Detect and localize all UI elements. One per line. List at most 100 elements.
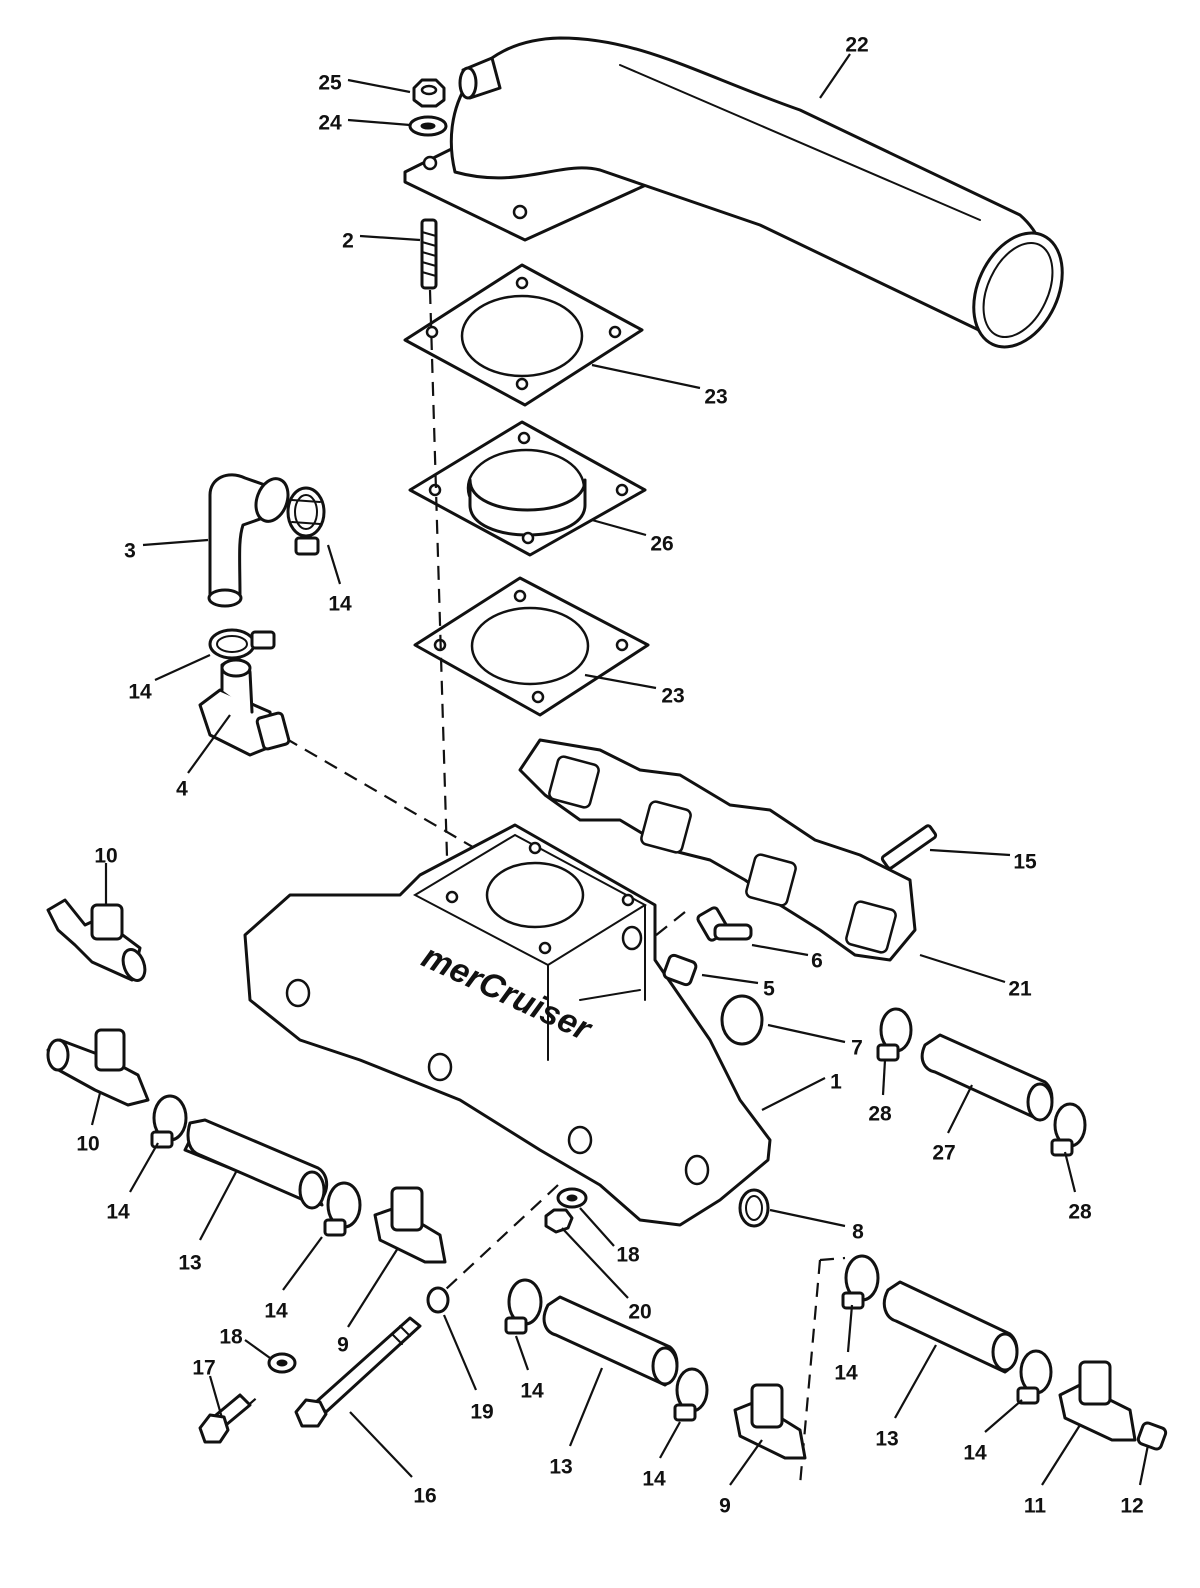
part-15-stud <box>880 824 938 870</box>
part-23-gasket-lower <box>413 576 650 717</box>
part-14-clamp-h <box>1016 1349 1053 1405</box>
leader-line-c17 <box>208 1375 224 1419</box>
leader-line-c12 <box>1138 1444 1150 1486</box>
leader-line-c16 <box>349 1411 413 1478</box>
leader-line-c15 <box>929 848 1011 857</box>
callout-c14d: 14 <box>264 1300 288 1323</box>
callout-c13a: 13 <box>178 1252 201 1275</box>
part-18-washer-lower <box>267 1352 297 1374</box>
leader-line-c6 <box>751 943 809 957</box>
callout-c11: 11 <box>1024 1495 1047 1518</box>
part-27-hose-right <box>920 1033 1054 1122</box>
callout-c24: 24 <box>318 112 342 135</box>
part-12-plug <box>1136 1421 1168 1451</box>
leader-line-c23a <box>591 363 701 390</box>
callout-c28a: 28 <box>868 1103 892 1126</box>
callout-c7: 7 <box>851 1037 863 1060</box>
leader-line-c18a <box>579 1207 615 1247</box>
callout-c23b: 23 <box>661 685 684 708</box>
callout-c14f: 14 <box>520 1380 544 1403</box>
part-4-tee-fitting <box>198 658 291 757</box>
leader-line-c24 <box>347 118 411 127</box>
part-1-exhaust-manifold: merCruiser <box>243 823 772 1227</box>
part-11-tee-right <box>1058 1360 1137 1442</box>
part-14-clamp-c <box>150 1094 188 1149</box>
leader-line-c8 <box>769 1208 846 1228</box>
callout-c23a: 23 <box>704 386 727 409</box>
leader-line-c14c <box>129 1142 159 1193</box>
leader-line-c25 <box>347 78 411 94</box>
part-28-clamp-upper <box>876 1007 913 1062</box>
part-14-clamp-a <box>286 486 326 556</box>
leader-line-c13a <box>199 1171 237 1241</box>
callout-c14h: 14 <box>642 1468 666 1491</box>
callout-c14g: 14 <box>963 1442 987 1465</box>
part-19-washer <box>426 1286 450 1314</box>
leader-line-c14e <box>846 1304 854 1353</box>
leader-line-c19 <box>442 1314 478 1391</box>
callout-c13b: 13 <box>875 1428 898 1451</box>
leader-line-c14b <box>154 653 211 682</box>
part-13-hose-left <box>183 1118 329 1210</box>
callout-c18a: 18 <box>616 1244 640 1267</box>
callout-c6: 6 <box>811 950 823 973</box>
callout-c14b: 14 <box>128 681 152 704</box>
callout-c25: 25 <box>318 72 342 95</box>
part-25-nut <box>412 78 446 108</box>
leader-line-c10b <box>90 1092 102 1126</box>
callout-c19: 19 <box>470 1401 493 1424</box>
part-14-clamp-e <box>504 1278 543 1335</box>
leader-line-c4 <box>187 714 231 774</box>
part-9-tee-left <box>373 1186 447 1264</box>
leader-line-c2 <box>359 234 421 242</box>
part-8-ring <box>738 1188 770 1228</box>
leader-line-c21 <box>919 953 1006 984</box>
callout-c10b: 10 <box>76 1133 99 1156</box>
callout-c14e: 14 <box>834 1362 858 1385</box>
leader-line-c14g <box>984 1399 1023 1433</box>
callout-c15: 15 <box>1013 851 1037 874</box>
callout-c9b: 9 <box>719 1495 731 1518</box>
leader-line-c1 <box>761 1077 826 1111</box>
leader-line-c14a <box>326 544 342 585</box>
part-14-clamp-g <box>841 1254 880 1310</box>
part-16-long-bolt <box>294 1316 422 1428</box>
leader-line-c22 <box>819 53 851 99</box>
callout-c5: 5 <box>763 978 775 1001</box>
part-13-hose-right <box>882 1280 1019 1374</box>
callout-c22: 22 <box>845 34 868 57</box>
part-24-washer <box>408 115 448 137</box>
part-6-fitting <box>696 906 753 942</box>
part-14-clamp-b <box>208 628 276 660</box>
part-22-exhaust-elbow <box>403 36 1064 349</box>
callout-c2: 2 <box>342 230 354 253</box>
part-17-bolt <box>198 1393 252 1444</box>
part-14-clamp-f <box>673 1367 709 1422</box>
leader-line-c14f <box>514 1335 530 1371</box>
leader-lines <box>90 53 1150 1486</box>
leader-line-c9b <box>729 1439 763 1486</box>
callout-c17: 17 <box>192 1357 215 1380</box>
callout-c4: 4 <box>176 778 188 801</box>
callout-c14a: 14 <box>328 593 352 616</box>
part-3-hose-elbow <box>207 473 290 608</box>
callout-c1: 1 <box>830 1071 842 1094</box>
leader-line-c27 <box>947 1084 973 1134</box>
callout-c13c: 13 <box>549 1456 572 1479</box>
leader-line-c3 <box>142 538 209 547</box>
callout-c12: 12 <box>1120 1495 1143 1518</box>
part-10-tee-upper <box>46 898 147 982</box>
part-13-hose-middle <box>542 1295 679 1387</box>
leader-line-c11 <box>1041 1424 1081 1486</box>
leader-line-c14d <box>282 1236 323 1291</box>
leader-line-c13b <box>894 1344 937 1419</box>
callout-c20: 20 <box>628 1301 651 1324</box>
callout-c18b: 18 <box>219 1326 243 1349</box>
leader-line-c9a <box>347 1247 399 1328</box>
callout-c14c: 14 <box>106 1201 130 1224</box>
leader-line-c18b <box>244 1339 271 1359</box>
leader-line-c28b <box>1063 1151 1077 1193</box>
